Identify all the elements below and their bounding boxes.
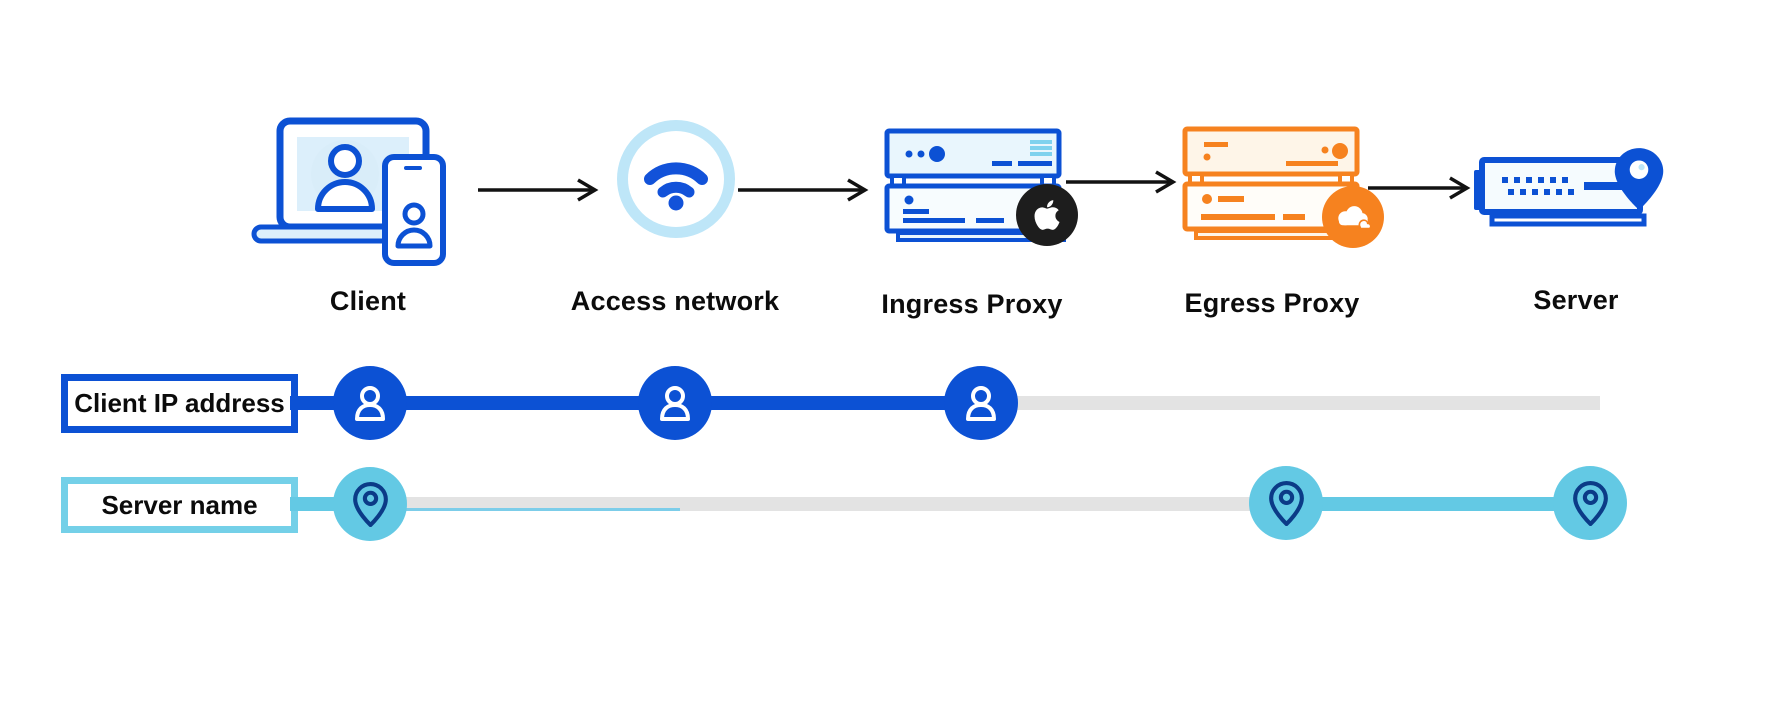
client-ip-marker-client <box>333 366 407 440</box>
node-label-client: Client <box>329 286 407 316</box>
node-label-server: Server <box>1533 285 1619 315</box>
client-ip-marker-access-network <box>638 366 712 440</box>
client-ip-marker-ingress-proxy <box>944 366 1018 440</box>
apple-icon <box>1034 200 1060 230</box>
server-name-thin-highlight <box>400 508 680 511</box>
server-icon <box>1474 157 1647 227</box>
arrow-icon <box>1066 170 1177 194</box>
server-name-marker-egress-proxy <box>1249 466 1323 540</box>
node-label-ingress-proxy: Ingress Proxy <box>881 289 1063 319</box>
arrow-icon <box>478 178 599 202</box>
arrow-icon <box>1368 176 1471 200</box>
server-name-marker-client <box>333 467 407 541</box>
server-name-label: Server name <box>101 489 258 520</box>
wifi-icon <box>644 162 708 211</box>
client-ip-hidden-segment <box>981 396 1600 410</box>
client-ip-address-label-box: Client IP address <box>61 374 298 433</box>
person-icon <box>355 386 385 421</box>
location-pin-icon <box>352 481 388 527</box>
location-pin-icon <box>1268 480 1304 526</box>
apple-badge <box>1016 184 1078 246</box>
cloudflare-icon <box>1338 206 1372 230</box>
location-pin-icon <box>1572 480 1608 526</box>
client-device-icon <box>251 117 446 266</box>
arrow-icon <box>738 178 869 202</box>
cloudflare-badge <box>1322 186 1384 248</box>
server-name-known-segment <box>1286 497 1592 511</box>
location-pin-icon <box>1614 148 1664 210</box>
access-network-circle <box>617 120 735 238</box>
client-ip-address-label: Client IP address <box>74 388 285 418</box>
server-name-label-box: Server name <box>61 477 298 533</box>
person-icon <box>660 386 690 421</box>
person-icon <box>966 386 996 421</box>
server-name-marker-server <box>1553 466 1627 540</box>
server-name-hidden-segment <box>370 497 1288 511</box>
client-ip-known-segment <box>290 396 985 410</box>
egress-proxy-server-icon <box>1182 126 1364 240</box>
node-label-egress-proxy: Egress Proxy <box>1184 288 1360 318</box>
node-label-access-network: Access network <box>570 286 780 316</box>
